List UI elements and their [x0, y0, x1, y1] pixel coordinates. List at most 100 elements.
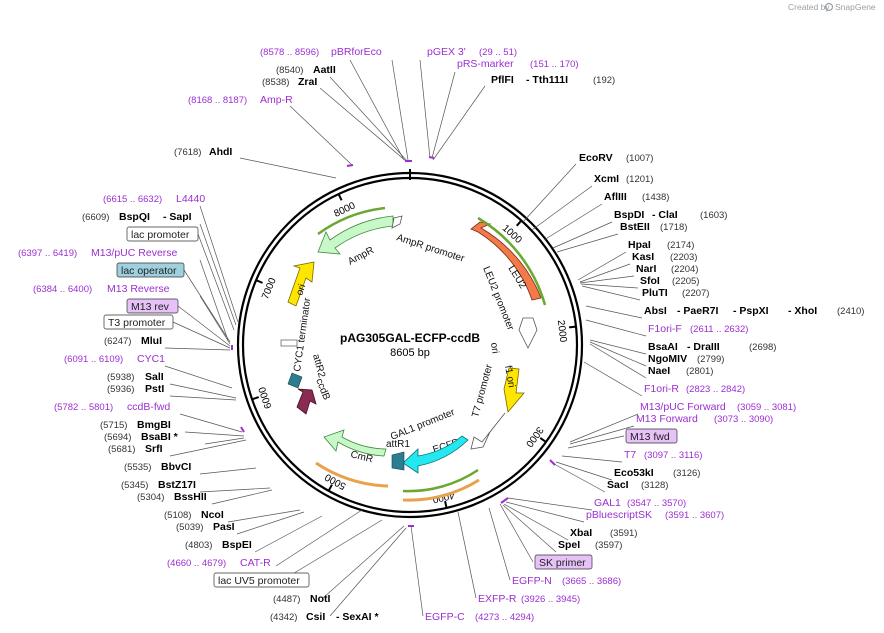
sali-pos: (5938): [107, 372, 134, 383]
pbluescriptsk-coord: (3591 .. 3607): [665, 510, 724, 521]
pbrforeco-coord: (8578 .. 8596): [260, 47, 319, 58]
leader-line: [432, 85, 486, 161]
pasi-label: PasI: [213, 521, 235, 533]
bstz17i-pos: (5345): [121, 480, 148, 491]
pspxi-label: - PspXI: [733, 305, 769, 317]
zrai-pos: (8538): [262, 77, 289, 88]
leader-line: [391, 59, 409, 161]
leader-line: [329, 527, 407, 617]
left-labels: (6615 .. 6632) L4440 (6609) BspQI - SapI…: [18, 193, 380, 623]
leader-line: [164, 347, 231, 351]
psti-label: PstI: [145, 383, 164, 395]
gal1-primer-label: GAL1: [594, 497, 621, 509]
tick-label: 2000: [555, 320, 568, 344]
l4440-label: L4440: [176, 193, 205, 205]
snapgene-credit: Created by SnapGene: [788, 2, 876, 12]
leader-line: [585, 305, 643, 319]
ncoi-label: NcoI: [201, 509, 224, 521]
tick-mark: [539, 437, 547, 443]
leader-line: [579, 263, 631, 283]
spei-pos: (3597): [595, 540, 622, 551]
exfp-r-coord: (3926 .. 3945): [521, 594, 580, 605]
bsaai-label: BsaAI: [648, 341, 678, 353]
draiii-label: - DraIII: [687, 341, 720, 353]
leader-line: [169, 439, 247, 457]
right-labels: EcoRV (1007) XcmI (1201) AflIII (1438) B…: [425, 152, 864, 623]
tick-label: 3000: [523, 424, 545, 449]
bspdi-pos: (1603): [700, 210, 727, 221]
leader-line: [580, 283, 639, 289]
bsshii-pos: (5304): [137, 492, 164, 503]
bbvci-label: BbvCI: [161, 461, 191, 473]
sk-primer-box: [534, 554, 593, 570]
saci-pos: (3128): [641, 480, 668, 491]
afliii-label: AflIII: [604, 191, 627, 203]
ngomiv-pos: (2799): [697, 354, 724, 365]
m13-forward-label: M13 Forward: [636, 413, 698, 425]
leu2-promoter-arrow: [518, 317, 538, 349]
bsteii-label: BstEII: [620, 221, 650, 233]
leader-line: [577, 251, 627, 281]
mlui-label: MluI: [141, 335, 162, 347]
ori-right-label: ori: [488, 342, 500, 355]
leader-line: [197, 233, 235, 331]
csii-label: CsiI: [306, 611, 325, 623]
gal1-promoter-arrow: [470, 412, 506, 450]
ahdi-label: AhdI: [209, 146, 232, 158]
ampr-promoter-arrow: [391, 215, 403, 229]
lac-operator-box: [116, 262, 185, 278]
leader-line: [329, 76, 409, 163]
l4440-coord: (6615 .. 6632): [103, 194, 162, 205]
ecfp-primer-bar-green: [402, 468, 479, 493]
naei-pos: (2801): [686, 366, 713, 377]
bspqi-label: BspQI: [119, 211, 150, 223]
ahdi-pos: (7618): [174, 147, 201, 158]
leader-line: [431, 71, 456, 159]
attr2-arrow: [287, 372, 303, 389]
eco53ki-label: Eco53kI: [614, 467, 654, 479]
cmr-primer-bar: [315, 461, 389, 488]
tick-mark: [255, 279, 263, 284]
aatii-pos: (8540): [276, 65, 303, 76]
bspqi-pos: (6609): [82, 212, 109, 223]
leader-line: [199, 259, 229, 341]
leader-line: [522, 163, 577, 223]
m13-rev-box: [126, 298, 179, 314]
leader-line: [239, 157, 337, 179]
cyc1-terminator-marker: [280, 339, 298, 347]
tick-mark: [515, 219, 523, 227]
f1ori-f-label: F1ori-F: [648, 323, 682, 335]
leader-line: [322, 525, 405, 599]
leader-line: [419, 59, 431, 159]
top-labels: (8578 .. 8596) pBRforEco pGEX 3' (29 .. …: [174, 46, 615, 158]
leader-line: [589, 341, 647, 367]
srfi-pos: (5681): [108, 444, 135, 455]
leader-line: [488, 507, 511, 581]
ccdb-arrow: [296, 388, 317, 415]
xbai-pos: (3591): [610, 528, 637, 539]
pbrforeco-label: pBRforEco: [331, 46, 382, 58]
lacuv5-label: lac UV5 promoter: [218, 575, 300, 587]
srfi-label: SrfI: [145, 443, 163, 455]
sali-label: SalI: [145, 371, 164, 383]
leader-line: [275, 509, 363, 567]
m13-fwd-box: [625, 428, 678, 444]
leader-line: [507, 497, 593, 511]
ecfp-primer-bar-orange: [402, 478, 480, 502]
m13puc-fwd-coord: (3059 .. 3081): [737, 402, 796, 413]
m13-reverse-coord: (6384 .. 6400): [33, 284, 92, 295]
xcmi-pos: (1201): [626, 174, 653, 185]
ccdb-label: ccdB: [313, 377, 332, 402]
bsabi-pos: (5694): [104, 432, 131, 443]
naei-label: NaeI: [648, 365, 670, 377]
leader-line: [164, 365, 233, 389]
leader-lines: [164, 59, 647, 617]
leader-line: [177, 305, 231, 347]
bsaai-pos: (2698): [749, 342, 776, 353]
t3-promoter-box: [103, 314, 174, 330]
ecorv-label: EcoRV: [579, 152, 613, 164]
leader-line: [556, 233, 619, 253]
bmgbi-label: BmgBI: [137, 419, 171, 431]
ngomiv-label: NgoMIV: [648, 353, 687, 365]
